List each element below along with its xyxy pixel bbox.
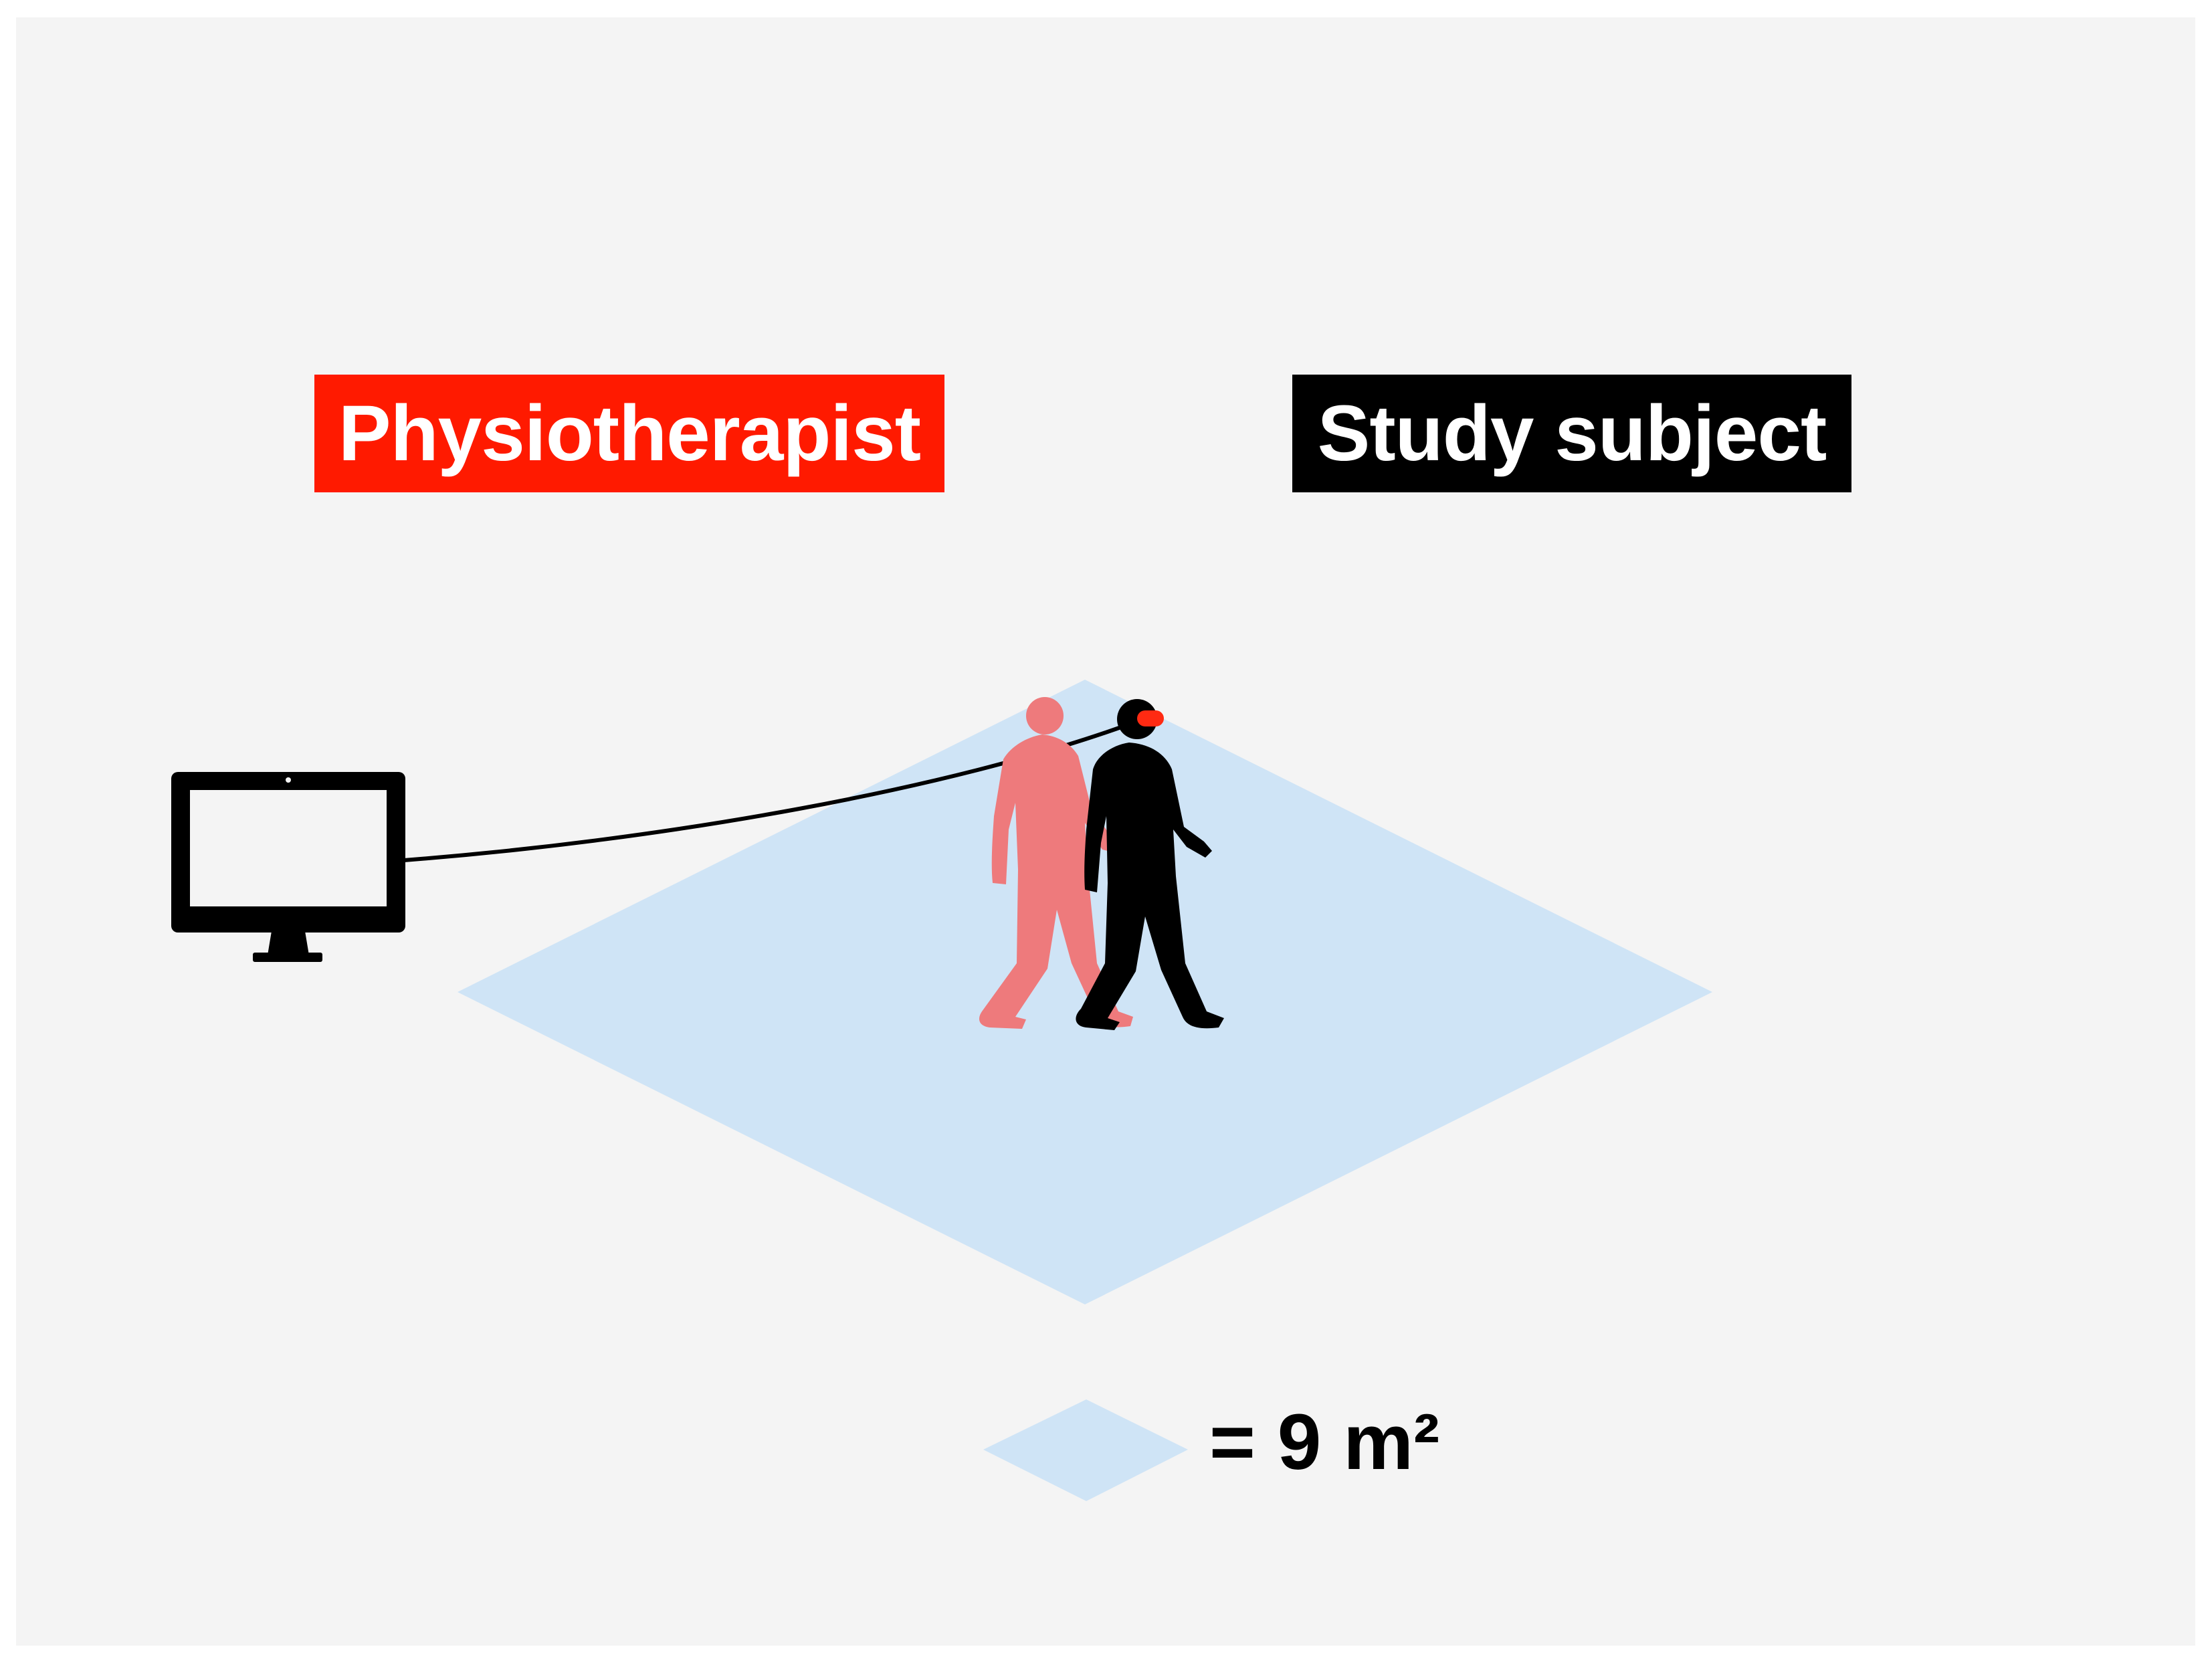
legend-area-swatch (983, 1399, 1188, 1501)
study-subject-label: Study subject (1292, 375, 1851, 492)
monitor-icon (171, 772, 405, 962)
vr-headset-icon (1137, 710, 1164, 726)
physiotherapist-figure-icon (979, 697, 1133, 1029)
study-subject-figure-icon (1076, 699, 1224, 1030)
physiotherapist-label: Physiotherapist (314, 375, 944, 492)
area-scale-text: = 9 m² (1209, 1398, 1440, 1486)
